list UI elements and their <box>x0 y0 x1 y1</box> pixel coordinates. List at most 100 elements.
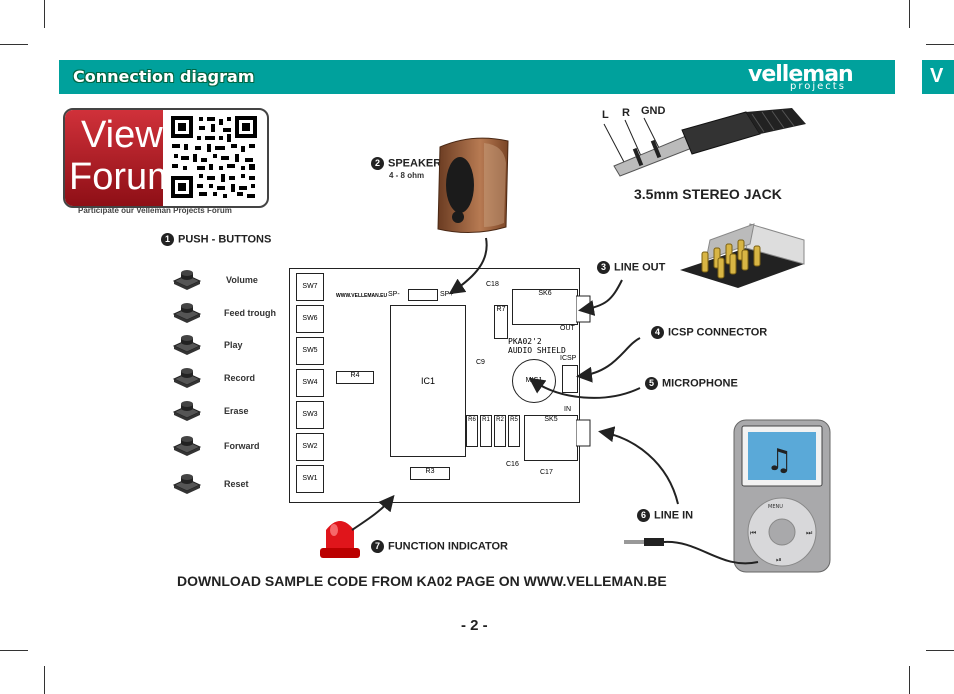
pcb-resistor-label: R5 <box>510 417 518 423</box>
svg-text:⏮: ⏮ <box>750 529 756 537</box>
function-indicator-label: 7 FUNCTION INDICATOR <box>371 540 508 553</box>
sp-plus: SP+ <box>440 291 454 298</box>
crop-mark <box>926 44 954 45</box>
microphone-text: MICROPHONE <box>662 377 738 390</box>
jack-l-label: L <box>602 109 609 121</box>
c18-label: C18 <box>486 281 499 288</box>
pcb-switch-label: SW2 <box>302 443 318 450</box>
r3-resistor: R3 <box>410 467 450 480</box>
edge-letter: V <box>930 65 944 87</box>
board-name: PKA02'2 <box>508 337 542 346</box>
microphone-label: 5 MICROPHONE <box>645 377 738 390</box>
number-badge: 3 <box>597 261 610 274</box>
number-badge: 7 <box>371 540 384 553</box>
push-button-label: Feed trough <box>224 308 276 318</box>
pcb-switch-label: SW5 <box>302 347 318 354</box>
c9-label: C9 <box>476 359 485 366</box>
crop-mark <box>909 666 910 694</box>
edge-tab: V <box>922 60 954 94</box>
sp-terminal <box>408 289 438 301</box>
player-menu: MENU <box>768 504 783 510</box>
function-indicator-text: FUNCTION INDICATOR <box>388 540 508 553</box>
pcb-switch: SW4 <box>296 369 324 397</box>
number-badge: 5 <box>645 377 658 390</box>
pcb-resistor-label: R6 <box>468 417 476 423</box>
forum-word-view: View <box>81 114 163 156</box>
push-button-label: Forward <box>224 441 260 451</box>
number-badge: 2 <box>371 157 384 170</box>
board-sub: AUDIO SHIELD <box>508 346 566 355</box>
jack-gnd-label: GND <box>641 105 666 117</box>
logo-brand: velleman <box>748 62 854 87</box>
pcb-switch-label: SW4 <box>302 379 318 386</box>
sp-minus: SP- <box>388 291 400 298</box>
r3-label: R3 <box>425 468 435 475</box>
sk6-label: SK6 <box>538 290 552 297</box>
pcb-url: WWW.VELLEMAN.EU <box>336 293 388 299</box>
pcb-switch: SW2 <box>296 433 324 461</box>
number-badge: 1 <box>161 233 174 246</box>
forum-word-forum: Forum <box>69 156 179 198</box>
jack-title: 3.5mm STEREO JACK <box>634 186 782 202</box>
forum-red-panel: View Forum <box>65 110 179 206</box>
out-label: OUT <box>560 325 575 332</box>
r7-label: R7 <box>496 306 506 313</box>
forum-caption: Participate our Velleman Projects Forum <box>78 206 232 215</box>
pcb-resistor: R6 <box>466 415 478 447</box>
line-in-text: LINE IN <box>654 509 694 522</box>
ic1-chip: IC1 <box>390 305 466 457</box>
speaker-label: 2 SPEAKER <box>371 157 441 170</box>
led-icon <box>320 521 360 558</box>
push-button-icon <box>172 473 202 500</box>
in-label: IN <box>564 406 571 413</box>
sk5-label: SK5 <box>544 416 558 423</box>
icsp-label: 4 ICSP CONNECTOR <box>651 326 767 339</box>
push-button-icon <box>172 400 202 427</box>
jack-r-label: R <box>622 107 630 119</box>
crop-mark <box>44 0 45 28</box>
push-buttons-text: PUSH - BUTTONS <box>178 233 272 246</box>
icsp-pcb-label: ICSP <box>560 355 577 362</box>
pcb-resistor-label: R1 <box>482 417 490 423</box>
sk5-connector: SK5 <box>524 415 578 461</box>
r7-resistor: R7 <box>494 305 508 339</box>
logo-sub: projects <box>790 81 846 92</box>
velleman-logo: velleman projects <box>748 62 888 92</box>
speaker-icon <box>437 137 509 234</box>
view-forum-badge[interactable]: View Forum <box>63 108 269 208</box>
r4-resistor: R4 <box>336 371 374 384</box>
pcb-switch: SW1 <box>296 465 324 493</box>
crop-mark <box>44 666 45 694</box>
pcb-switch: SW6 <box>296 305 324 333</box>
page-number: - 2 - <box>461 617 488 634</box>
number-badge: 4 <box>651 326 664 339</box>
push-button-label: Erase <box>224 406 249 416</box>
pcb-resistor: R5 <box>508 415 520 447</box>
pcb-resistor-label: R2 <box>496 417 504 423</box>
svg-text:⏯: ⏯ <box>776 556 782 564</box>
r4-label: R4 <box>350 372 360 379</box>
speaker-text: SPEAKER <box>388 157 442 170</box>
push-button-icon <box>172 334 202 361</box>
push-button-icon <box>172 435 202 462</box>
media-player-icon: ♫ MENU ⏮ ⏭ ⏯ <box>733 419 831 573</box>
crop-mark <box>0 650 28 651</box>
c17-label: C17 <box>540 469 553 476</box>
pcb-resistor: R2 <box>494 415 506 447</box>
icsp-text: ICSP CONNECTOR <box>668 326 768 339</box>
svg-text:⏭: ⏭ <box>806 529 813 537</box>
push-button-icon <box>172 302 202 329</box>
push-button-icon <box>172 269 202 296</box>
push-button-label: Volume <box>226 275 258 285</box>
pcb-resistor: R1 <box>480 415 492 447</box>
pcb-switch: SW3 <box>296 401 324 429</box>
audio-cable-icon <box>624 538 759 565</box>
ic1-label: IC1 <box>420 376 435 386</box>
header-bar: Connection diagram <box>59 60 895 94</box>
stereo-jack-icon <box>603 108 806 177</box>
push-button-icon <box>172 367 202 394</box>
qr-code-icon <box>169 114 259 200</box>
